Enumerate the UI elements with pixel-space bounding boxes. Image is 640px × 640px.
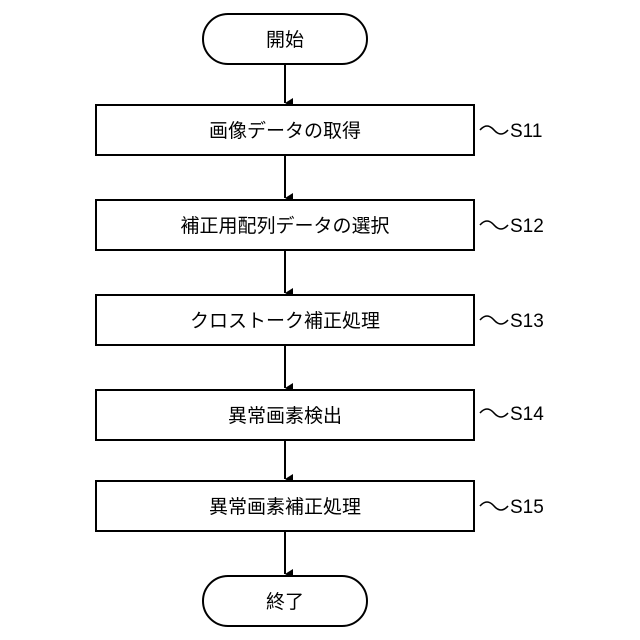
step-s14-id: S14	[510, 404, 544, 425]
step-s11: 画像データの取得 S11	[96, 105, 542, 155]
step-s13-id: S13	[510, 311, 544, 332]
leader-s12	[480, 221, 508, 229]
end-terminal: 終了	[203, 576, 367, 626]
step-s15-id: S15	[510, 497, 544, 518]
step-s15: 異常画素補正処理 S15	[96, 481, 544, 531]
step-s11-label: 画像データの取得	[209, 120, 361, 142]
step-s13: クロストーク補正処理 S13	[96, 295, 544, 345]
step-s11-id: S11	[510, 121, 542, 142]
step-s15-label: 異常画素補正処理	[209, 496, 361, 518]
leader-s13	[480, 316, 508, 324]
leader-s14	[480, 409, 508, 417]
step-s13-label: クロストーク補正処理	[190, 310, 380, 332]
step-s12: 補正用配列データの選択 S12	[96, 200, 544, 250]
leader-s15	[480, 502, 508, 510]
start-label: 開始	[266, 29, 304, 51]
step-s12-id: S12	[510, 216, 544, 237]
step-s14-label: 異常画素検出	[228, 405, 342, 427]
step-s14: 異常画素検出 S14	[96, 390, 544, 440]
leader-s11	[480, 126, 508, 134]
step-s12-label: 補正用配列データの選択	[180, 215, 389, 237]
start-terminal: 開始	[203, 14, 367, 64]
end-label: 終了	[266, 591, 304, 613]
